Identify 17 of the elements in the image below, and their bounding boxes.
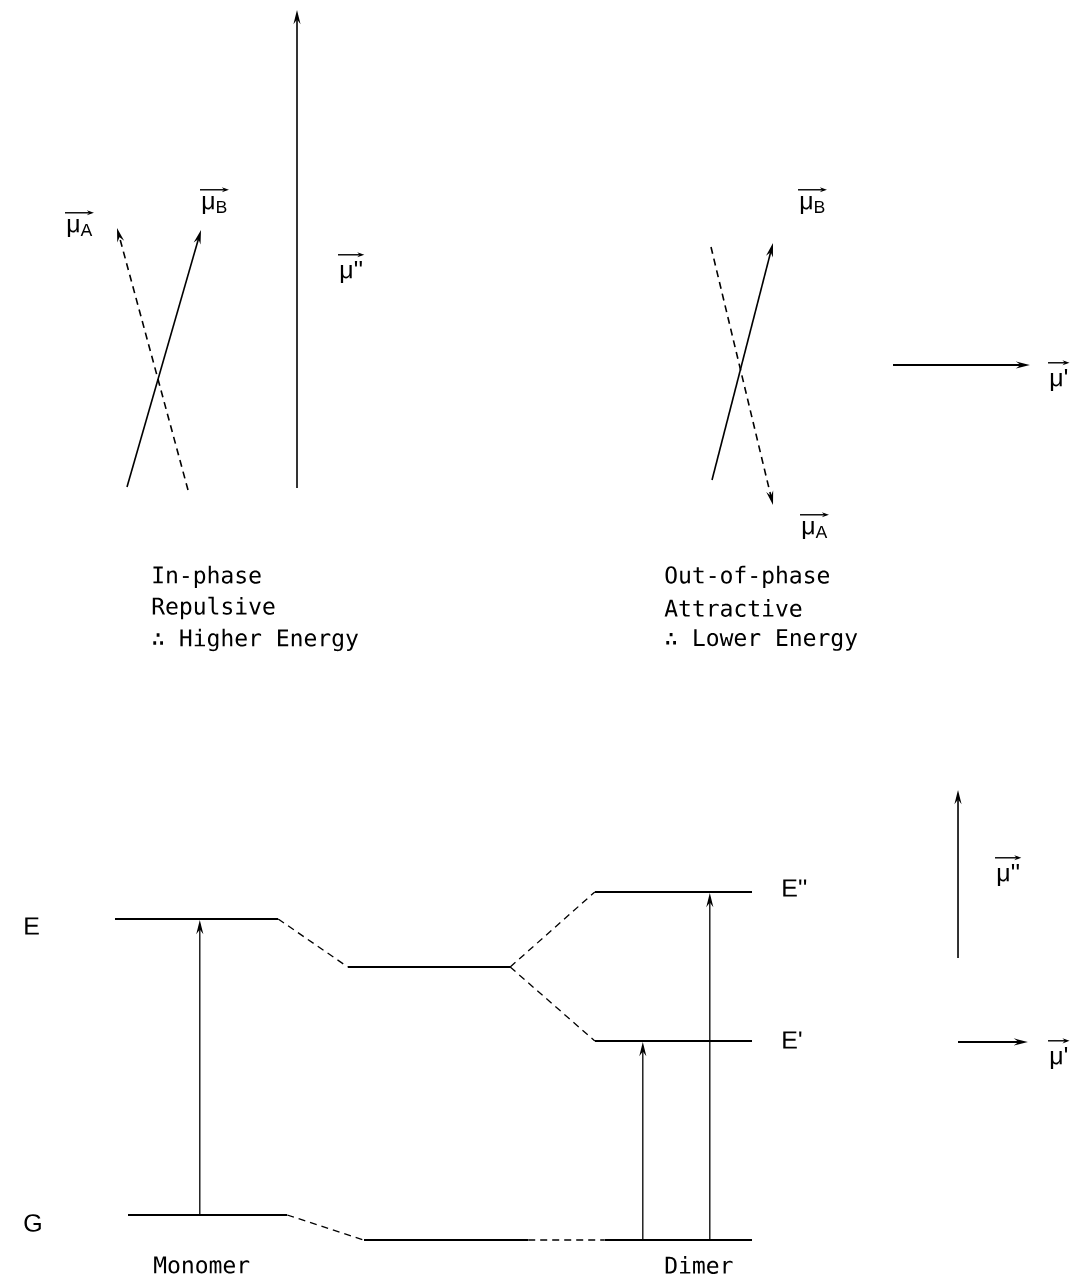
level-label: E'' <box>783 879 807 897</box>
level-label: E <box>25 917 39 935</box>
correlation-line <box>509 891 596 968</box>
caption-text: Repulsive <box>152 596 275 620</box>
caption-text: ∴ Higher Energy <box>153 628 358 652</box>
correlation-line <box>527 1239 606 1241</box>
correlation-line <box>286 1214 365 1241</box>
caption-text: Dimer <box>665 1256 733 1274</box>
caption-text: Out-of-phase <box>665 565 829 589</box>
correlation-line <box>509 966 596 1042</box>
correlation-line <box>277 918 349 968</box>
caption-text: ∴ Lower Energy <box>666 629 858 651</box>
level-label: G <box>24 1214 41 1232</box>
caption-text: In-phase <box>153 565 261 589</box>
level-label: E' <box>783 1031 802 1049</box>
caption-text: Attractive <box>664 599 802 617</box>
caption-text: Monomer <box>154 1256 250 1274</box>
